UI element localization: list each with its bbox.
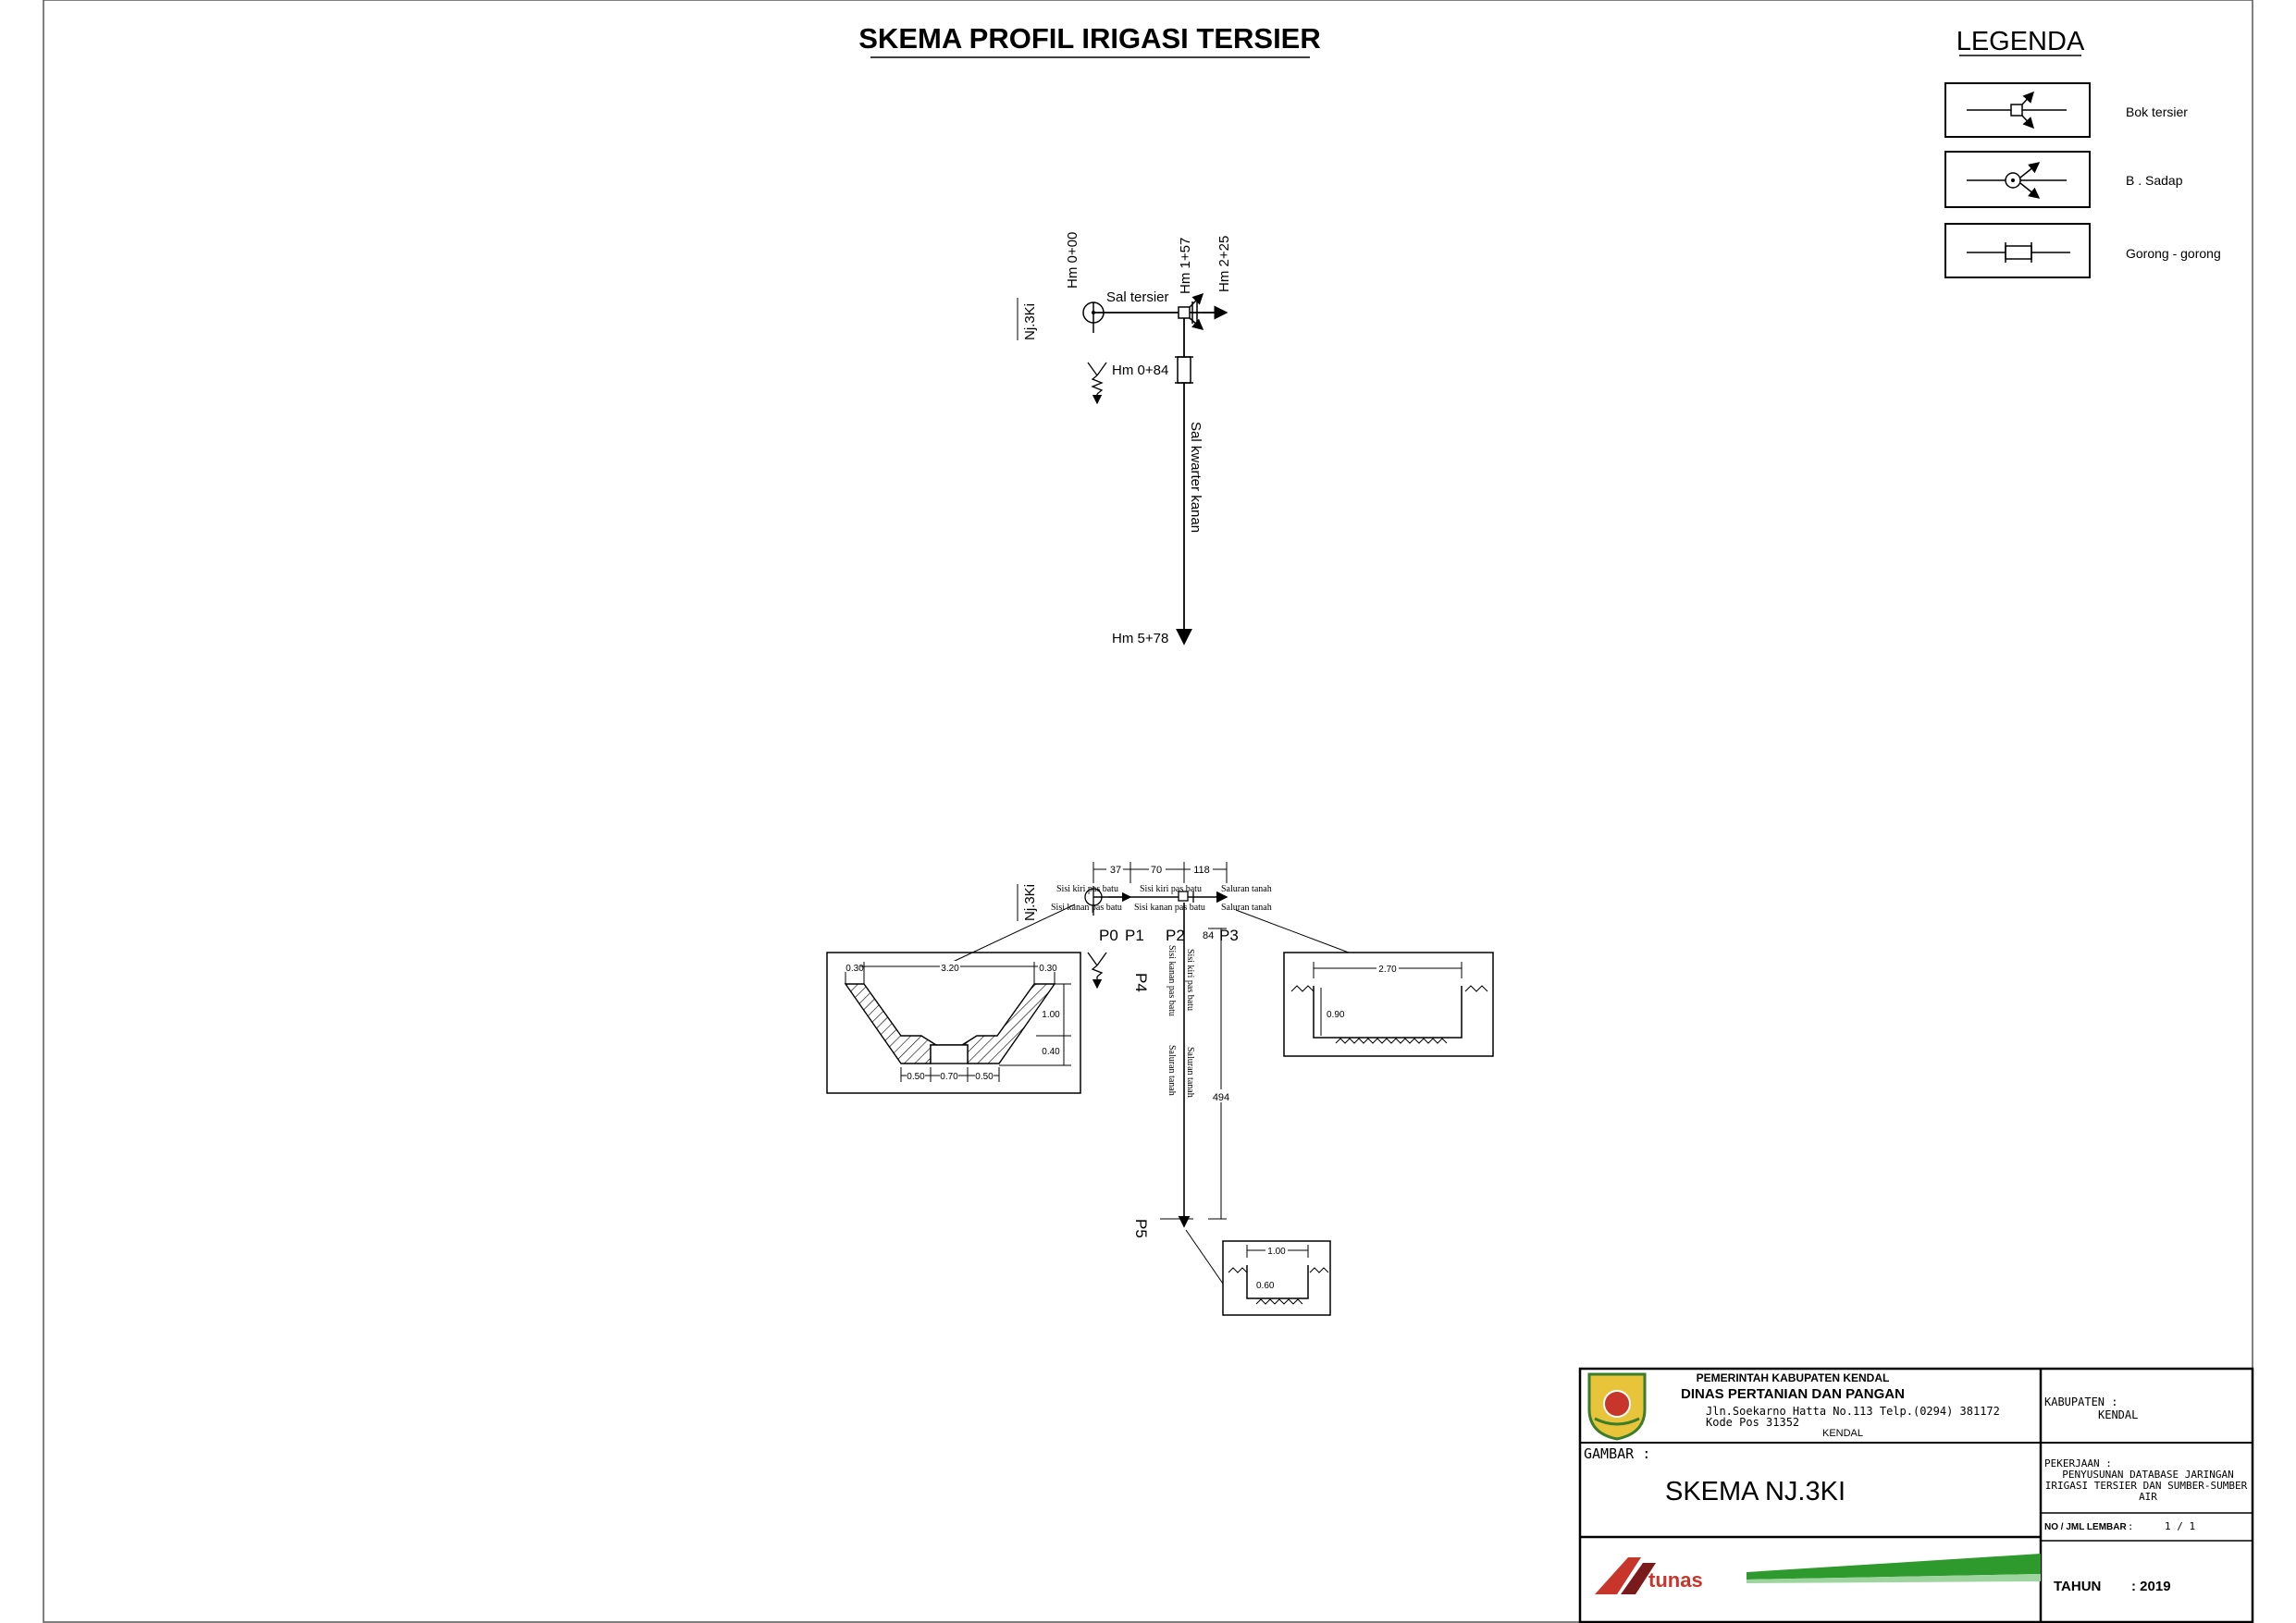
segment-label: Sisi kanan pas batu <box>1134 903 1205 913</box>
kabupaten-value: KENDAL <box>2098 1408 2138 1421</box>
dim-label: 1.00 <box>1267 1247 1286 1257</box>
dim-label: 0.60 <box>1256 1281 1275 1291</box>
sal-kwarter-label: Sal kwarter kanan <box>1188 422 1204 533</box>
tahun-value: : 2019 <box>2131 1579 2171 1594</box>
address: Jln.Soekarno Hatta No.113 Telp.(0294) 38… <box>1706 1405 2000 1418</box>
drawing-name: SKEMA NJ.3KI <box>1665 1477 1845 1506</box>
tahun-label: TAHUN <box>2054 1579 2101 1594</box>
dim-label: 37 <box>1110 865 1121 876</box>
dim-label: 0.50 <box>975 1072 994 1082</box>
segment-label: Sisi kiri pas batu <box>1185 949 1195 1011</box>
dim-label: 0.50 <box>907 1072 925 1082</box>
legend-item-bok-tersier: Bok tersier <box>1944 82 2188 138</box>
bok-tersier-icon <box>1178 292 1204 330</box>
dim-label: 0.90 <box>1327 1010 1345 1020</box>
segment-label: Sisi kiri pas batu <box>1056 884 1118 894</box>
hm-label: Hm 2+25 <box>1216 236 1232 292</box>
dim-label: 0.70 <box>940 1072 958 1082</box>
dim-label: 494 <box>1213 1092 1229 1103</box>
hm-label: Hm 0+84 <box>1112 363 1168 378</box>
flow-direction-icon <box>1087 952 1107 990</box>
dim-label: 1.00 <box>1042 1010 1060 1020</box>
tunas-logo: tunas <box>1595 1554 2041 1594</box>
flow-direction-icon <box>1087 362 1107 405</box>
segment-label: Saluran tanah <box>1185 1047 1195 1098</box>
legend-label: Bok tersier <box>2126 105 2188 119</box>
kabupaten-label: KABUPATEN : <box>2044 1396 2117 1408</box>
dim-label: 0.40 <box>1042 1047 1060 1057</box>
point-label: P4 <box>1132 973 1150 992</box>
irrigation-scheme: Nj.3Ki Hm 0+00 Sal tersier Hm 1+57 Hm 2+… <box>1017 232 1232 646</box>
tunas-logo-text: tunas <box>1648 1568 1703 1592</box>
dim-label: 0.30 <box>846 964 864 974</box>
legend-title: LEGENDA <box>1957 27 2085 56</box>
hm-label: Hm 1+57 <box>1178 238 1193 294</box>
station-label: Nj.3Ki <box>1022 884 1038 921</box>
sal-tersier-label: Sal tersier <box>1106 289 1169 305</box>
dim-label: 118 <box>1193 865 1210 876</box>
sheet-border <box>43 0 2253 1623</box>
gorong-gorong-icon <box>1175 356 1193 384</box>
department-name: DINAS PERTANIAN DAN PANGAN <box>1681 1386 1905 1402</box>
gambar-label: GAMBAR : <box>1584 1445 1650 1462</box>
pekerjaan-value: IRIGASI TERSIER DAN SUMBER-SUMBER <box>2045 1480 2248 1492</box>
cross-section-rect-small: 1.00 0.60 <box>1222 1240 1331 1316</box>
lembar-label: NO / JML LEMBAR : <box>2044 1522 2132 1532</box>
legend-label: B . Sadap <box>2126 173 2183 188</box>
dim-label: 70 <box>1151 865 1162 876</box>
cross-section-trapezoid: 0.30 3.20 0.30 1.00 0.40 0.50 0.70 0.50 <box>826 952 1081 1094</box>
station-label: Nj.3Ki <box>1022 303 1038 340</box>
pekerjaan-value: PENYUSUNAN DATABASE JARINGAN <box>2062 1469 2233 1481</box>
pekerjaan-value: AIR <box>2139 1491 2157 1503</box>
segment-label: Sisi kiri pas batu <box>1140 884 1202 894</box>
segment-label: Sisi kanan pas batu <box>1167 945 1177 1016</box>
lembar-value: 1 / 1 <box>2165 1520 2195 1532</box>
point-label: P3 <box>1219 927 1239 944</box>
city: KENDAL <box>1822 1428 1863 1439</box>
dim-label: 2.70 <box>1378 965 1397 975</box>
dim-label: 84 <box>1203 930 1214 941</box>
gorong-gorong-icon <box>1967 242 2070 263</box>
org-name: PEMERINTAH KABUPATEN KENDAL <box>1697 1371 1890 1384</box>
cross-section-rect-large: 2.70 0.90 <box>1283 952 1494 1057</box>
segment-label: Saluran tanah <box>1221 884 1272 894</box>
segment-label: Saluran tanah <box>1221 903 1272 913</box>
bangunan-sadap-icon <box>1082 301 1105 333</box>
dim-label: 3.20 <box>941 964 959 974</box>
legend-item-bangunan-sadap: B . Sadap <box>1944 151 2183 208</box>
point-label: P1 <box>1125 927 1144 944</box>
point-label: P5 <box>1132 1219 1150 1238</box>
page-title: SKEMA PROFIL IRIGASI TERSIER <box>858 22 1321 55</box>
postal-code: Kode Pos 31352 <box>1706 1416 1799 1429</box>
bok-tersier-icon <box>1178 891 1189 902</box>
profile-scheme: Nj.3Ki 37 70 118 Sisi kiri pas batu Sisi… <box>952 862 1350 1285</box>
title-block: PEMERINTAH KABUPATEN KENDAL DINAS PERTAN… <box>1578 1367 2254 1623</box>
dim-label: 0.30 <box>1039 964 1057 974</box>
pekerjaan-label: PEKERJAAN : <box>2044 1457 2112 1469</box>
kabupaten-kendal-logo <box>1587 1372 1647 1441</box>
bok-tersier-icon <box>1967 91 2067 129</box>
hm-label: Hm 0+00 <box>1065 232 1080 289</box>
legend-item-gorong-gorong: Gorong - gorong <box>1944 223 2221 278</box>
segment-label: Saluran tanah <box>1167 1045 1177 1096</box>
point-label: P2 <box>1166 927 1185 944</box>
bangunan-sadap-icon <box>1967 162 2067 199</box>
legend-label: Gorong - gorong <box>2126 246 2221 261</box>
segment-label: Sisi kanan pas batu <box>1051 903 1122 913</box>
hm-label: Hm 5+78 <box>1112 631 1168 646</box>
point-label: P0 <box>1099 927 1118 944</box>
